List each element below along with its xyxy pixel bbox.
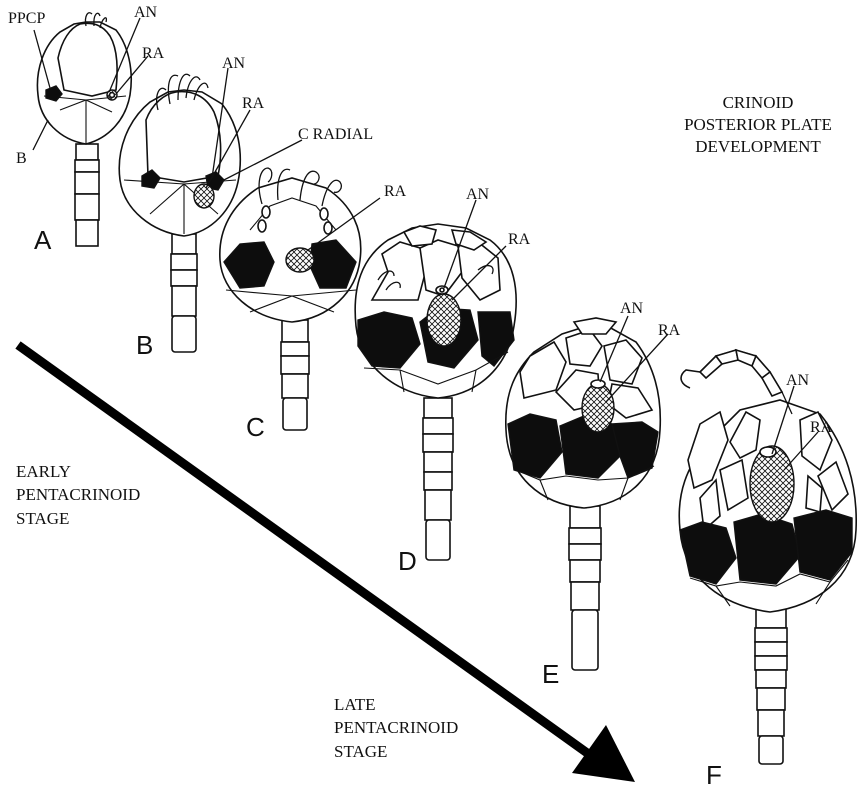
specimen-c [220, 168, 361, 430]
label-an-b: AN [222, 55, 246, 72]
panel-letter-c: C [246, 412, 265, 442]
panel-letter-d: D [398, 546, 417, 576]
label-c-radial: C RADIAL [298, 126, 373, 143]
label-ra-b: RA [242, 95, 265, 112]
title-line-2: POSTERIOR PLATE [684, 115, 832, 134]
panel-letter-a: A [34, 225, 52, 255]
panel-letter-b: B [136, 330, 153, 360]
late-stage-line-2: PENTACRINOID [334, 718, 458, 737]
title-line-1: CRINOID [723, 93, 794, 112]
specimen-e [506, 318, 661, 670]
label-ra-a: RA [142, 45, 165, 62]
label-ra-e: RA [658, 322, 681, 339]
label-ppcp: PPCP [8, 10, 45, 27]
early-stage-line-2: PENTACRINOID [16, 485, 140, 504]
label-an-d: AN [466, 186, 490, 203]
label-ra-d: RA [508, 231, 531, 248]
specimen-b [119, 74, 240, 352]
specimen-f [679, 350, 856, 764]
panel-letter-e: E [542, 659, 559, 689]
label-b: B [16, 150, 27, 167]
specimen-a [37, 13, 131, 246]
label-an-a: AN [134, 4, 158, 21]
specimen-d [355, 224, 516, 560]
label-an-e: AN [620, 300, 644, 317]
late-stage-line-3: STAGE [334, 742, 387, 761]
label-ra-c: RA [384, 183, 407, 200]
late-stage-line-1: LATE [334, 695, 376, 714]
panel-letter-f: F [706, 760, 722, 790]
early-stage-line-1: EARLY [16, 462, 71, 481]
title-line-3: DEVELOPMENT [695, 137, 821, 156]
early-stage-line-3: STAGE [16, 509, 69, 528]
label-ra-f: RA [810, 419, 833, 436]
label-an-f: AN [786, 372, 810, 389]
